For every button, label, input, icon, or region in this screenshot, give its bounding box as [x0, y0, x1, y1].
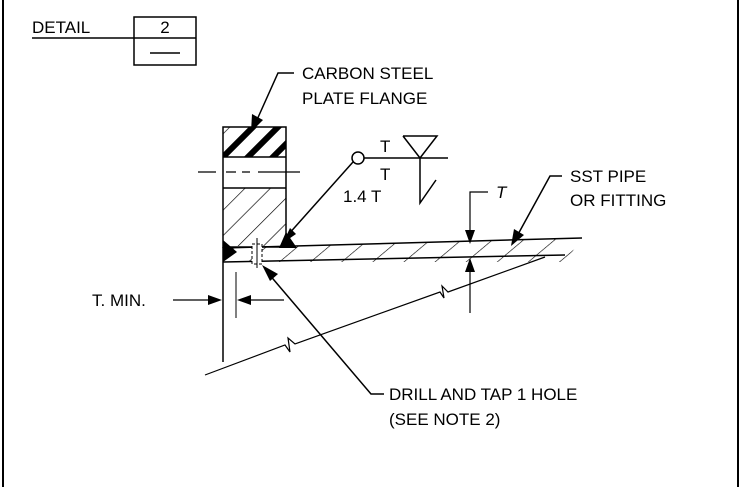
- detail-number: 2: [160, 18, 169, 37]
- min-thickness-dimension: T. MIN.: [92, 291, 284, 310]
- flange-label-1: CARBON STEEL: [302, 64, 433, 83]
- fillet-weld-outer: [279, 232, 297, 248]
- weld-symbol: T T 1.4 T: [283, 135, 448, 243]
- pipe-wall: [204, 232, 583, 376]
- pipe-leader: SST PIPE OR FITTING: [511, 167, 666, 246]
- drill-label-2: (SEE NOTE 2): [389, 410, 500, 429]
- pipe-label-1: SST PIPE: [570, 167, 646, 186]
- detail-label: DETAIL: [32, 18, 90, 37]
- detail-box: [133, 16, 197, 66]
- weld-other-side-size: T: [380, 165, 390, 184]
- thickness-label: T: [496, 183, 508, 202]
- drill-label-1: DRILL AND TAP 1 HOLE: [389, 385, 577, 404]
- fillet-weld-inner: [223, 240, 237, 262]
- flange-section: [198, 126, 300, 362]
- detail-tag: DETAIL 2: [32, 16, 197, 66]
- drill-leader: DRILL AND TAP 1 HOLE (SEE NOTE 2): [262, 265, 577, 429]
- weld-arrow-side-size: T: [380, 137, 390, 156]
- pipe-label-2: OR FITTING: [570, 191, 666, 210]
- thickness-dimension: T: [465, 183, 508, 313]
- weld-leg-size: 1.4 T: [343, 187, 381, 206]
- flange-leader: CARBON STEEL PLATE FLANGE: [251, 64, 433, 132]
- flange-label-2: PLATE FLANGE: [302, 89, 427, 108]
- min-thickness-label: T. MIN.: [92, 291, 146, 310]
